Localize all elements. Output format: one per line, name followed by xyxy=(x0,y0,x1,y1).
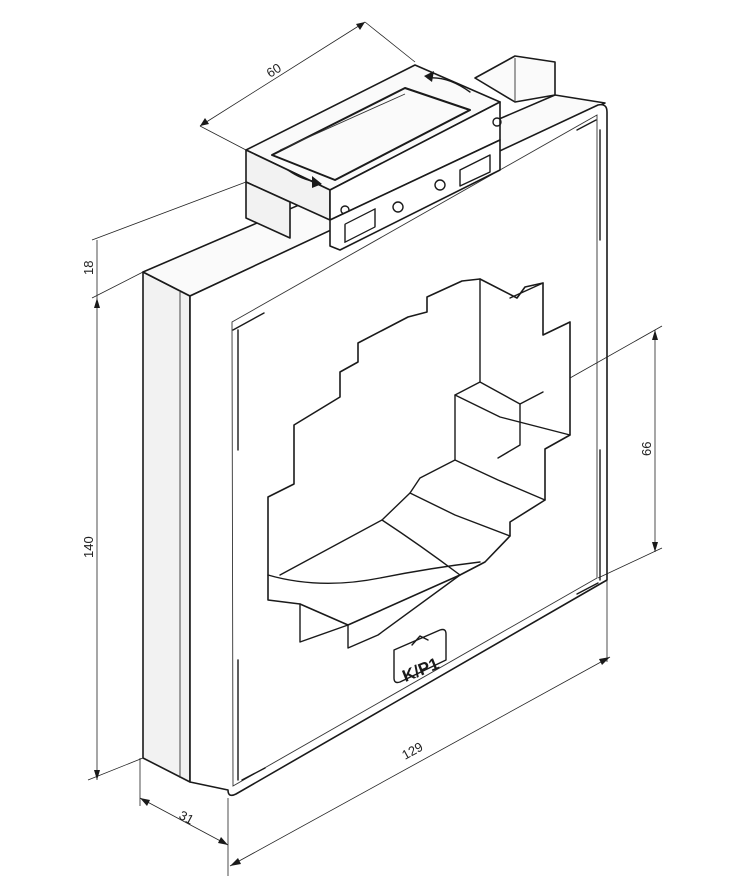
dim-height-label: 140 xyxy=(81,536,96,558)
dim-top-depth-label: 60 xyxy=(264,60,284,80)
terminal-block-front xyxy=(329,139,501,251)
housing-side-face xyxy=(142,271,191,783)
dim-width-label: 129 xyxy=(399,739,425,763)
terminal-s1-icon xyxy=(392,201,404,213)
screw-icon xyxy=(492,117,502,127)
terminal-block xyxy=(245,181,291,239)
dim-window-height-label: 66 xyxy=(639,442,654,456)
dim-terminal-height-label: 18 xyxy=(81,261,96,275)
primary-window xyxy=(267,278,571,649)
dim-depth-label: 31 xyxy=(177,807,197,827)
display-window xyxy=(271,87,471,181)
dimensions: 60 18 140 66 129 31 xyxy=(81,21,663,876)
terminal-s2-icon xyxy=(434,179,446,191)
terminal-module xyxy=(245,55,556,251)
